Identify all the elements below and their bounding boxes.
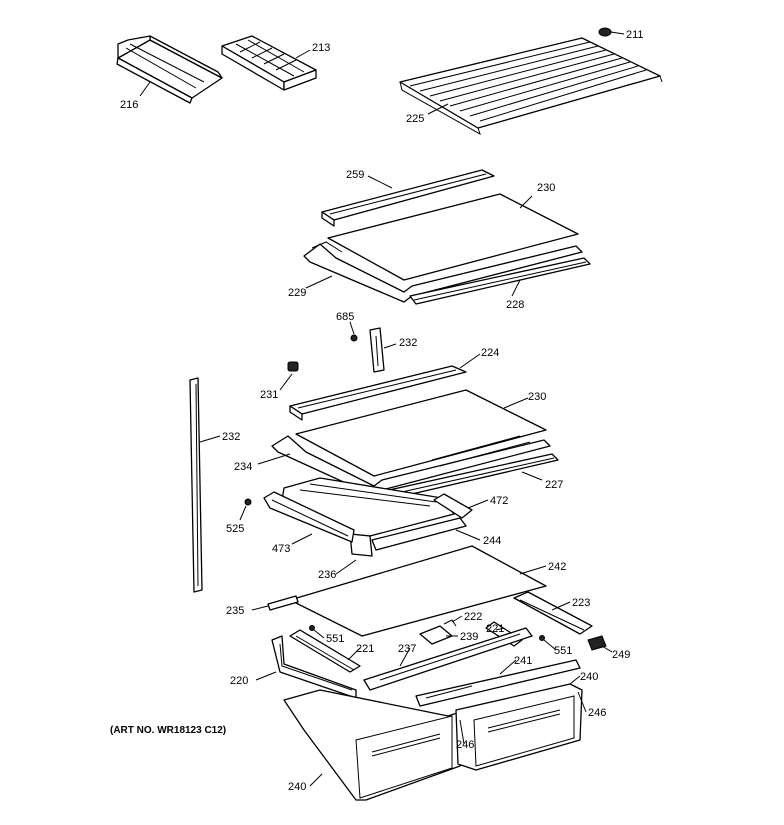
part-525-screw bbox=[244, 498, 252, 506]
part-229-shelf-frame-top bbox=[303, 241, 583, 303]
callout-249: 249 bbox=[612, 649, 630, 661]
callout-240-left: 240 bbox=[288, 781, 306, 793]
part-213-ice-tray bbox=[221, 35, 317, 91]
callout-223: 223 bbox=[572, 597, 590, 609]
callout-230-middle: 230 bbox=[528, 391, 546, 403]
part-473-drawer-slide bbox=[263, 491, 355, 543]
callout-225: 225 bbox=[406, 113, 424, 125]
part-228-shelf-rail-top bbox=[409, 257, 591, 305]
art-number: (ART NO. WR18123 C12) bbox=[110, 725, 226, 736]
part-224-shelf-trim bbox=[289, 365, 467, 421]
callout-228: 228 bbox=[506, 299, 524, 311]
callout-213: 213 bbox=[312, 42, 330, 54]
part-232-rail-long bbox=[189, 377, 203, 593]
callout-216: 216 bbox=[120, 99, 138, 111]
part-231-clip bbox=[287, 361, 299, 372]
callout-239: 239 bbox=[460, 631, 478, 643]
callout-221-left: 221 bbox=[356, 643, 374, 655]
part-551-screw-b bbox=[539, 635, 545, 641]
part-242-glass-lower bbox=[289, 545, 547, 637]
callout-227: 227 bbox=[545, 479, 563, 491]
callout-221-right: 221 bbox=[486, 623, 504, 635]
callout-246-right: 246 bbox=[588, 707, 606, 719]
part-259-shelf-trim bbox=[321, 169, 495, 227]
callout-231: 231 bbox=[260, 389, 278, 401]
callout-220: 220 bbox=[230, 675, 248, 687]
part-232-rail-short bbox=[369, 327, 385, 373]
part-225-wire-shelf bbox=[399, 37, 663, 136]
part-239-bracket bbox=[419, 625, 453, 645]
part-211-knob bbox=[598, 27, 612, 37]
callout-232-long: 232 bbox=[222, 431, 240, 443]
part-472-drawer-rail bbox=[433, 493, 473, 519]
part-230-glass-top bbox=[327, 193, 579, 281]
part-220-bracket-left bbox=[271, 635, 357, 699]
callout-472: 472 bbox=[490, 495, 508, 507]
part-216-door-bin bbox=[116, 35, 223, 104]
callout-525: 525 bbox=[226, 523, 244, 535]
callout-685: 685 bbox=[336, 311, 354, 323]
callout-236: 236 bbox=[318, 569, 336, 581]
callout-232-short: 232 bbox=[399, 337, 417, 349]
callout-259: 259 bbox=[346, 169, 364, 181]
part-551-screw-a bbox=[309, 625, 315, 631]
callout-222: 222 bbox=[464, 611, 482, 623]
callout-224: 224 bbox=[481, 347, 499, 359]
part-237-rail-front bbox=[363, 627, 533, 691]
callout-242: 242 bbox=[548, 561, 566, 573]
part-244-drawer-rail-lower bbox=[371, 517, 467, 551]
callout-240-right: 240 bbox=[580, 671, 598, 683]
part-222-clip bbox=[443, 619, 457, 627]
part-685-screw bbox=[350, 334, 358, 342]
part-240-drawer-right bbox=[455, 683, 583, 771]
part-221-slide-left bbox=[289, 629, 361, 673]
callout-241: 241 bbox=[514, 655, 532, 667]
part-241-rail bbox=[415, 659, 581, 707]
part-240-drawer-left bbox=[283, 689, 461, 801]
callout-246-middle: 246 bbox=[456, 739, 474, 751]
callout-labels: 216 213 211 225 259 230 229 228 685 232 … bbox=[120, 29, 644, 793]
part-249-roller bbox=[587, 635, 607, 651]
callout-551-left: 551 bbox=[326, 633, 344, 645]
callout-551-right: 551 bbox=[554, 645, 572, 657]
callout-229: 229 bbox=[288, 287, 306, 299]
callout-237: 237 bbox=[398, 643, 416, 655]
callout-473: 473 bbox=[272, 543, 290, 555]
part-223-slide-right bbox=[513, 591, 593, 635]
part-230-glass-middle bbox=[295, 389, 547, 477]
part-235-bracket bbox=[267, 595, 299, 611]
callout-244: 244 bbox=[483, 535, 501, 547]
callout-230-top: 230 bbox=[537, 182, 555, 194]
callout-234: 234 bbox=[234, 461, 252, 473]
leader-lines bbox=[139, 31, 625, 787]
callout-211: 211 bbox=[626, 29, 644, 41]
callout-235: 235 bbox=[226, 605, 244, 617]
